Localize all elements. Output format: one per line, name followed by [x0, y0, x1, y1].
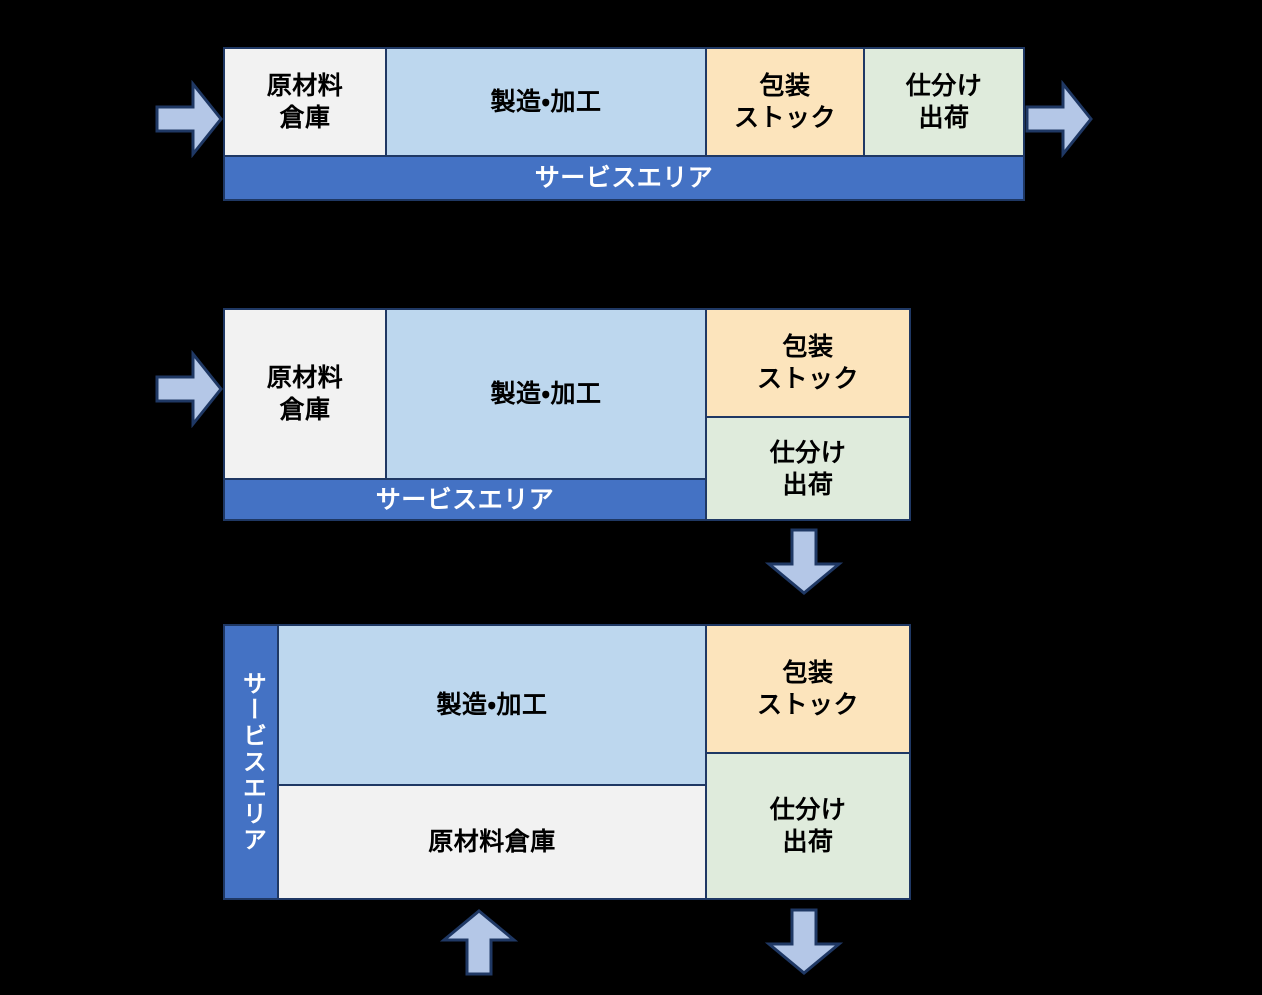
zone-service-area[interactable]: サービスエリア: [223, 478, 707, 521]
zone-warehouse[interactable]: 原材料倉庫: [277, 784, 707, 900]
zone-packaging[interactable]: 包装 ストック: [705, 308, 911, 418]
layout-diagram-2: 原材料 倉庫 製造・加工 包装 ストック 仕分け 出荷 サービスエリア: [0, 0, 1262, 595]
zone-service-area[interactable]: サービスエリア: [223, 624, 279, 900]
zone-packaging[interactable]: 包装 ストック: [705, 624, 911, 754]
arrow-up-icon: [440, 908, 518, 976]
zone-shipping[interactable]: 仕分け 出荷: [705, 752, 911, 900]
zone-packaging[interactable]: 包装 ストック: [705, 47, 865, 157]
layout-diagram-1: 原材料 倉庫 製造・加工 包装 ストック 仕分け 出荷 サービスエリア: [0, 0, 1262, 260]
arrow-right-icon: [155, 80, 223, 158]
zone-production[interactable]: 製造・加工: [385, 47, 707, 157]
zone-shipping[interactable]: 仕分け 出荷: [705, 416, 911, 521]
zone-warehouse[interactable]: 原材料 倉庫: [223, 47, 387, 157]
zone-warehouse[interactable]: 原材料 倉庫: [223, 308, 387, 480]
arrow-down-icon: [765, 528, 843, 596]
zone-production[interactable]: 製造・加工: [277, 624, 707, 786]
zone-production[interactable]: 製造・加工: [385, 308, 707, 480]
zone-shipping[interactable]: 仕分け 出荷: [863, 47, 1025, 157]
arrow-right-icon: [1025, 80, 1093, 158]
arrow-right-icon: [155, 350, 223, 428]
arrow-down-icon: [765, 908, 843, 976]
zone-service-area[interactable]: サービスエリア: [223, 155, 1025, 201]
